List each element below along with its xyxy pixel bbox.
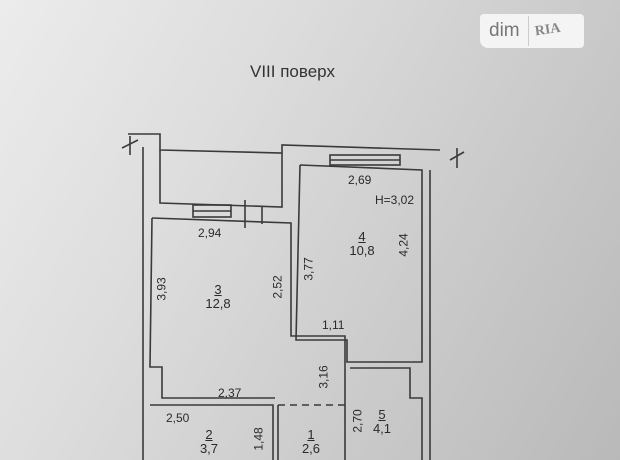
dim-3-93: 3,93 (154, 277, 169, 301)
dim-3-77: 3,77 (301, 257, 316, 281)
dim-4-24: 4,24 (396, 233, 411, 257)
dim-1-48: 1,48 (251, 427, 266, 451)
walls (121, 133, 465, 460)
dim-2-94: 2,94 (198, 226, 222, 240)
watermark-logo: dim RIA (480, 14, 584, 48)
dim-2-52: 2,52 (270, 275, 285, 299)
ceiling-height: H=3,02 (375, 193, 415, 207)
floor-title: VIII поверх (250, 62, 335, 81)
dim-3-16: 3,16 (316, 365, 331, 389)
dim-2-37: 2,37 (218, 386, 242, 400)
dim-2-69: 2,69 (348, 173, 372, 187)
dim-1-11: 1,11 (322, 318, 345, 332)
dim-2-50: 2,50 (166, 411, 190, 425)
logo-dim: dim (480, 16, 529, 46)
